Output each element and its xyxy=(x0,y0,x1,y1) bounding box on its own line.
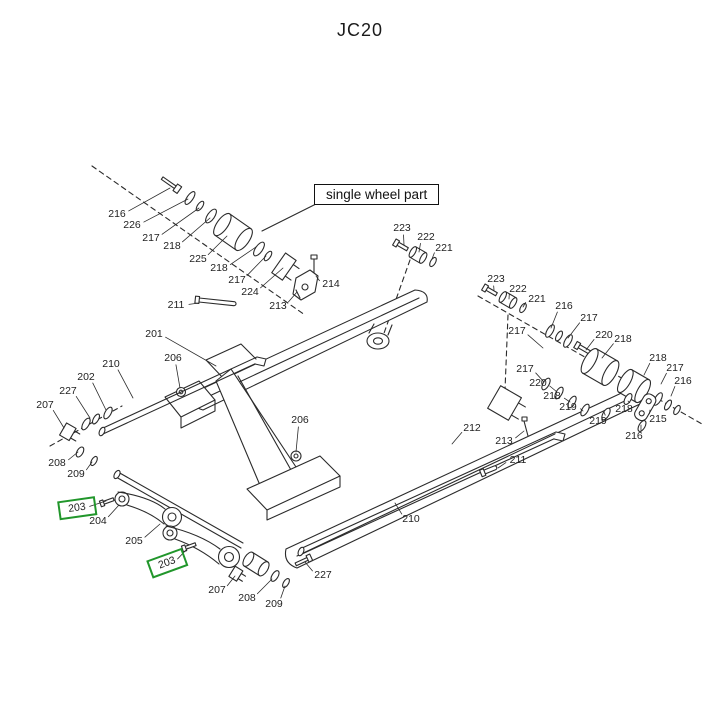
single-wheel-part-callout: single wheel part xyxy=(314,184,440,205)
left-fastener-cluster xyxy=(49,405,123,467)
lower-pull-rod xyxy=(297,416,566,557)
leader-lines xyxy=(52,187,676,599)
carriage-and-lift-linkage xyxy=(164,343,341,521)
roller-225 xyxy=(213,212,253,252)
crank-lever-assembly xyxy=(98,469,244,569)
wheel-frame-bracket xyxy=(487,385,526,421)
right-roller-exploded-assembly xyxy=(477,283,703,432)
upper-pull-rod xyxy=(98,356,267,437)
link-plate-215 xyxy=(634,393,657,422)
left-wheel-exploded-assembly xyxy=(91,165,319,316)
bottom-axle-cluster xyxy=(228,551,314,588)
pin-211 xyxy=(194,295,237,307)
top-right-fastener-set xyxy=(392,238,437,268)
bracket-224 xyxy=(271,252,300,281)
callout-leader-line xyxy=(261,203,317,232)
diagram-title: JC20 xyxy=(336,20,384,40)
